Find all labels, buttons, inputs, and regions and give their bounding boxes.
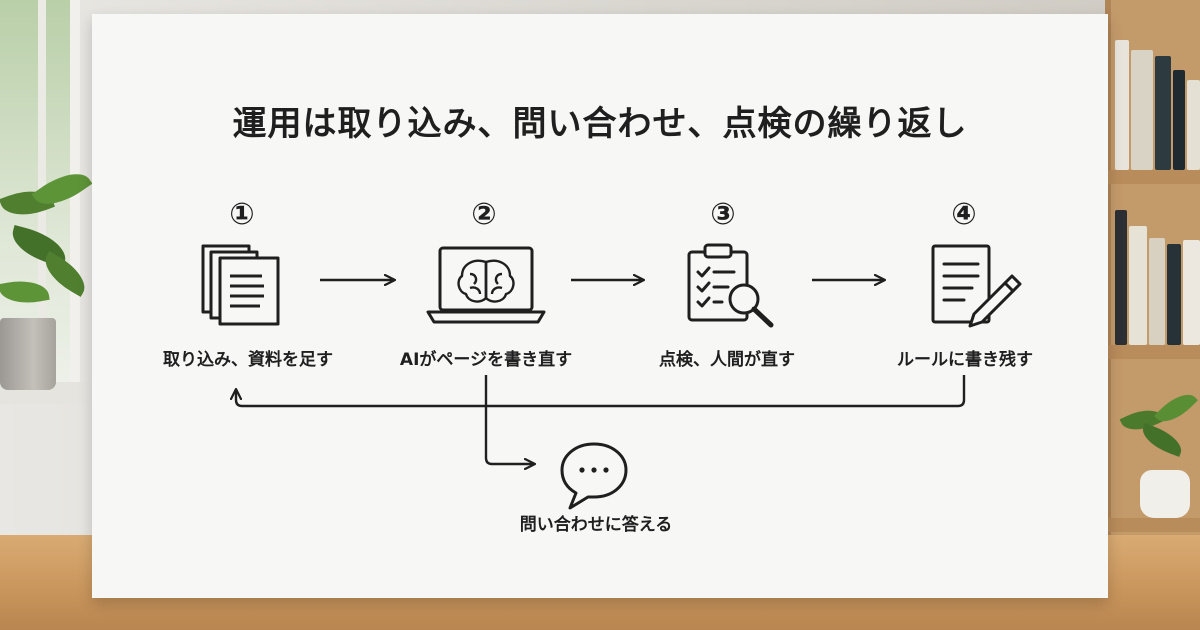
plant-pot	[0, 318, 56, 390]
diagram-title: 運用は取り込み、問い合わせ、点検の繰り返し	[232, 104, 968, 144]
step-3-number: ③	[710, 197, 736, 232]
step-1-number: ①	[229, 197, 255, 232]
step-2-label: AIがページを書き直す	[399, 350, 573, 370]
step-4-number: ④	[951, 197, 977, 232]
shelf-board	[1105, 345, 1200, 359]
vase	[1140, 470, 1190, 518]
book	[1167, 244, 1181, 345]
book	[1173, 70, 1185, 170]
book	[1155, 56, 1171, 170]
step-1-label: 取り込み、資料を足す	[163, 350, 333, 370]
book	[1115, 40, 1129, 170]
book	[1187, 80, 1200, 170]
book	[1149, 238, 1165, 345]
step-4-label: ルールに書き残す	[897, 350, 1033, 370]
book	[1183, 240, 1200, 345]
book	[1115, 210, 1127, 345]
branch-label: 問い合わせに答える	[519, 515, 673, 535]
book	[1129, 226, 1147, 345]
shelf-board	[1105, 170, 1200, 184]
book	[1131, 50, 1153, 170]
shelf-board	[1105, 518, 1200, 532]
step-2-number: ②	[471, 197, 497, 232]
step-3-label: 点検、人間が直す	[659, 350, 795, 370]
